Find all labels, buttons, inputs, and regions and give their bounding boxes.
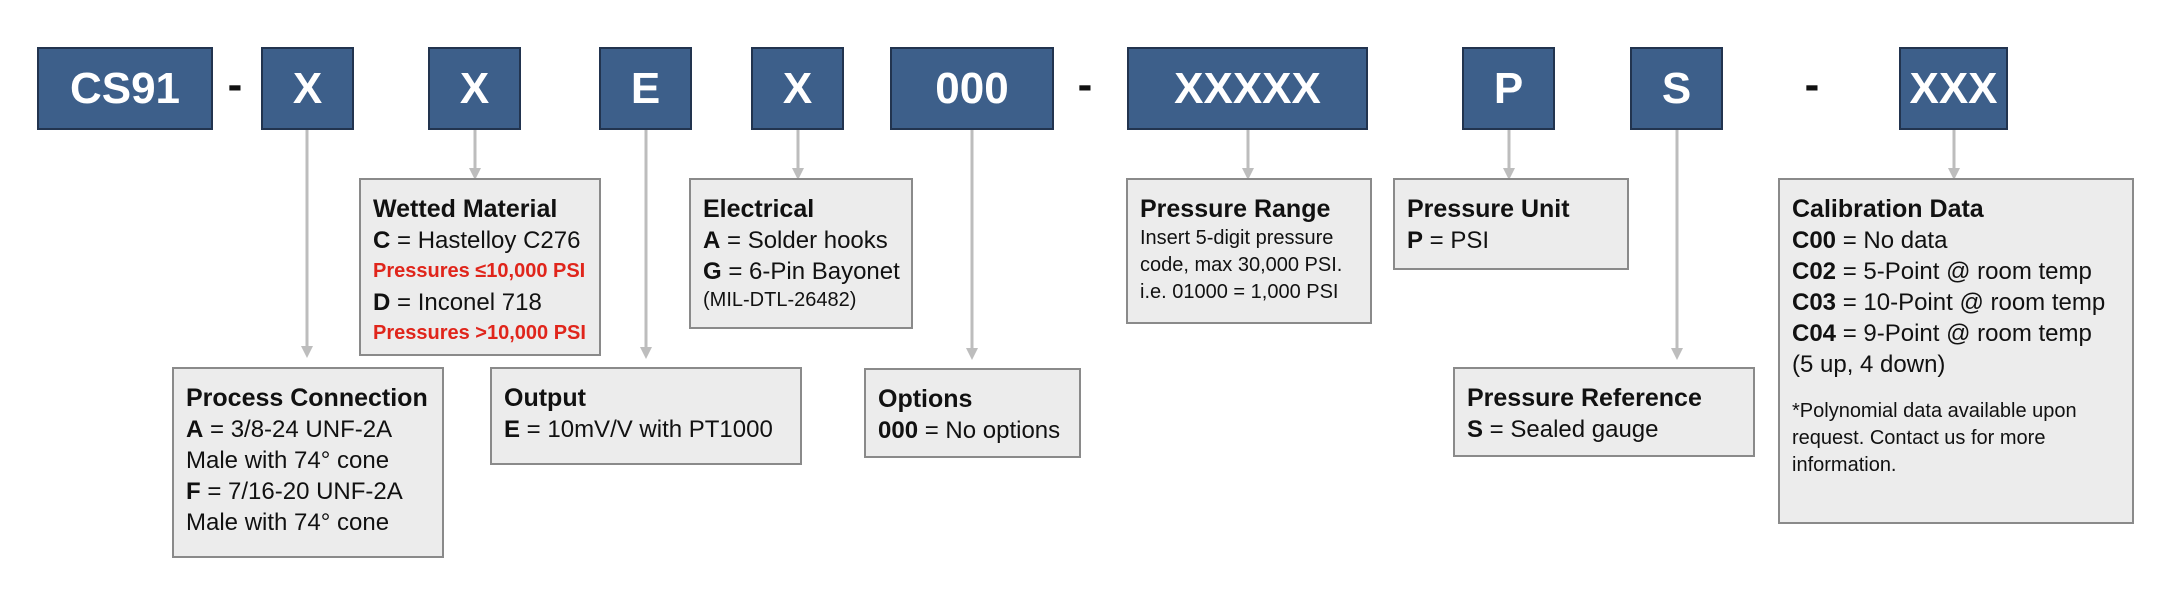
electrical-option-g: G = 6-Pin Bayonet [703,256,900,287]
option-key: C [373,227,391,254]
pressure-reference-option-s: S = Sealed gauge [1467,414,1741,445]
calibration-data-box: Calibration Data C00 = No data C02 = 5-P… [1778,178,2134,524]
code-calibration-data: XXX [1899,47,2008,130]
process-connection-option-a: A = 3/8-24 UNF-2A [186,414,430,445]
option-key: G [703,258,722,285]
option-key: F [186,478,201,505]
pressure-unit-box: Pressure Unit P = PSI [1393,178,1629,270]
option-key: C00 [1792,227,1837,254]
pressure-range-title: Pressure Range [1140,195,1331,223]
output-title: Output [504,384,586,412]
option-text: = 3/8-24 UNF-2A [203,416,393,443]
wetted-material-d-pressure-note: Pressures >10,000 PSI [373,322,586,344]
process-connection-option-a-detail: Male with 74° cone [186,447,390,474]
code-pressure-unit: P [1462,47,1555,130]
electrical-box: Electrical A = Solder hooks G = 6-Pin Ba… [689,178,913,329]
option-text: = 10-Point @ room temp [1836,289,2106,316]
option-key: D [373,289,391,316]
option-text: = No options [918,417,1061,444]
option-key: C03 [1792,289,1837,316]
code-output: E [599,47,692,130]
code-process-connection: X [261,47,354,130]
options-title: Options [878,385,973,413]
options-option-000: 000 = No options [878,415,1067,446]
wetted-material-box: Wetted Material C = Hastelloy C276 Press… [359,178,601,356]
code-dash-2: - [1077,60,1093,109]
electrical-option-a: A = Solder hooks [703,225,899,256]
process-connection-option-f: F = 7/16-20 UNF-2A [186,476,430,507]
calibration-option-c04: C04 = 9-Point @ room temp [1792,318,2120,349]
code-options: 000 [890,47,1054,130]
process-connection-box: Process Connection A = 3/8-24 UNF-2A Mal… [172,367,444,558]
electrical-g-spec: (MIL-DTL-26482) [703,289,857,311]
calibration-data-title: Calibration Data [1792,195,1984,223]
option-key: 000 [878,417,919,444]
wetted-material-option-d: D = Inconel 718 [373,287,587,318]
pressure-unit-option-p: P = PSI [1407,225,1615,256]
code-dash-3: - [1804,60,1820,109]
process-connection-title: Process Connection [186,384,428,412]
calibration-polynomial-note: *Polynomial data available upon request.… [1792,400,2077,476]
calibration-option-c03: C03 = 10-Point @ room temp [1792,287,2120,318]
wetted-material-c-pressure-note: Pressures ≤10,000 PSI [373,260,586,282]
option-key: E [504,416,521,443]
code-wetted-material: X [428,47,521,130]
option-text: = Sealed gauge [1483,416,1659,443]
option-key: S [1467,416,1484,443]
pressure-reference-title: Pressure Reference [1467,384,1702,412]
calibration-option-c04-detail: (5 up, 4 down) [1792,351,1946,378]
calibration-option-c00: C00 = No data [1792,225,2120,256]
option-text: = Inconel 718 [390,289,542,316]
code-pressure-reference: S [1630,47,1723,130]
option-text: = Hastelloy C276 [390,227,581,254]
calibration-option-c02: C02 = 5-Point @ room temp [1792,256,2120,287]
option-text: = 6-Pin Bayonet [721,258,900,285]
pressure-range-box: Pressure Range Insert 5-digit pressure c… [1126,178,1372,324]
option-key: C04 [1792,320,1837,347]
pressure-range-line-1: Insert 5-digit pressure [1140,227,1334,249]
option-key: C02 [1792,258,1837,285]
option-text: = PSI [1423,227,1490,254]
process-connection-option-f-detail: Male with 74° cone [186,509,390,536]
option-key: A [186,416,204,443]
option-text: = Solder hooks [720,227,888,254]
option-text: = 10mV/V with PT1000 [520,416,773,443]
pressure-range-line-2: code, max 30,000 PSI. [1140,254,1343,276]
options-box: Options 000 = No options [864,368,1081,458]
option-text: = 7/16-20 UNF-2A [200,478,403,505]
output-box: Output E = 10mV/V with PT1000 [490,367,802,465]
code-electrical: X [751,47,844,130]
code-dash-1: - [227,60,243,109]
pressure-unit-title: Pressure Unit [1407,195,1570,223]
output-option-e: E = 10mV/V with PT1000 [504,414,788,445]
code-cs91: CS91 [37,47,213,130]
option-text: = No data [1836,227,1948,254]
electrical-title: Electrical [703,195,815,223]
pressure-range-line-3: i.e. 01000 = 1,000 PSI [1140,281,1339,303]
wetted-material-option-c: C = Hastelloy C276 [373,225,587,256]
option-key: A [703,227,721,254]
option-key: P [1407,227,1424,254]
option-text: = 9-Point @ room temp [1836,320,2092,347]
code-pressure-range: XXXXX [1127,47,1368,130]
option-text: = 5-Point @ room temp [1836,258,2092,285]
pressure-reference-box: Pressure Reference S = Sealed gauge [1453,367,1755,457]
wetted-material-title: Wetted Material [373,195,558,223]
